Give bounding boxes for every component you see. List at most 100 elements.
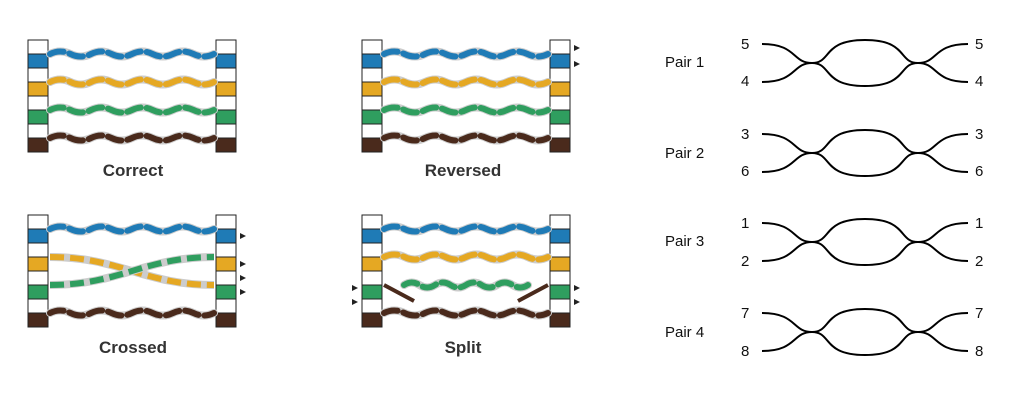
pair-label-4: Pair 4 (665, 324, 705, 341)
wiring-faults-panels (27, 39, 580, 328)
fault-marker-icon (574, 285, 580, 291)
twisted-wire (381, 251, 551, 263)
pair-wire-b (761, 43, 969, 88)
fault-marker-icon (240, 275, 246, 281)
split-wire (401, 279, 531, 291)
twisted-wire (47, 132, 217, 144)
pair-label-1: Pair 1 (665, 54, 705, 71)
caption-correct: Correct (102, 161, 164, 180)
twisted-wire (381, 76, 551, 88)
caption-reversed: Reversed (424, 161, 502, 180)
twisted-wire (47, 307, 217, 319)
right-connector-pin-white (215, 95, 237, 111)
right-connector-pin-white (549, 39, 571, 55)
right-connector-pin-white (215, 39, 237, 55)
right-connector-pin-white (549, 123, 571, 139)
left-connector-pin-white (361, 214, 383, 230)
pair-wire-a (761, 307, 969, 352)
pin-left-bottom-3: 2 (741, 253, 750, 270)
left-connector-pin-colored (27, 109, 49, 125)
left-connector-pin-white (27, 67, 49, 83)
left-connector-pin-white (27, 214, 49, 230)
twisted-wire (381, 223, 551, 235)
caption-split: Split (444, 338, 482, 357)
panel-reversed (361, 39, 580, 153)
fault-marker-icon (352, 299, 358, 305)
twisted-wire (381, 48, 551, 60)
pin-left-top-1: 5 (741, 36, 750, 53)
right-connector-pin-white (215, 214, 237, 230)
right-connector-pin-white (215, 242, 237, 258)
right-connector-pin-colored (215, 137, 237, 153)
left-connector-pin-white (27, 270, 49, 286)
pin-left-top-4: 7 (741, 305, 750, 322)
left-connector-pin-colored (361, 137, 383, 153)
pair-label-2: Pair 2 (665, 145, 705, 162)
left-connector-pin-white (361, 242, 383, 258)
pair-wire-a (761, 217, 969, 262)
twisted-wire (381, 104, 551, 116)
left-connector-pin-white (361, 67, 383, 83)
pin-right-top-1: 5 (975, 36, 984, 53)
left-connector-pin-colored (27, 228, 49, 244)
right-connector-pin-colored (215, 312, 237, 328)
pin-left-bottom-1: 4 (741, 73, 750, 90)
pair-wire-a (761, 128, 969, 173)
fault-marker-icon (240, 261, 246, 267)
twisted-wire (47, 223, 217, 235)
pair-1-schematic (761, 38, 969, 88)
pair-wire-b (761, 312, 969, 357)
twisted-wire (47, 48, 217, 60)
right-connector-pin-colored (215, 228, 237, 244)
pin-right-bottom-3: 2 (975, 253, 984, 270)
right-connector-pin-colored (549, 256, 571, 272)
right-connector-pin-colored (549, 228, 571, 244)
left-connector-pin-white (27, 123, 49, 139)
twisted-pairs-diagram (761, 38, 969, 357)
crossed-wire (49, 254, 215, 288)
right-connector-pin-white (215, 298, 237, 314)
pin-left-bottom-4: 8 (741, 343, 750, 360)
right-connector-pin-white (215, 67, 237, 83)
pair-wire-b (761, 133, 969, 178)
pair-2-schematic (761, 128, 969, 178)
left-connector-pin-colored (27, 256, 49, 272)
left-connector-pin-colored (361, 81, 383, 97)
right-connector-pin-white (549, 298, 571, 314)
left-connector-pin-colored (27, 284, 49, 300)
split-strand (383, 283, 415, 303)
left-connector-pin-white (361, 123, 383, 139)
pin-left-bottom-2: 6 (741, 163, 750, 180)
left-connector-pin-colored (27, 53, 49, 69)
pin-right-bottom-4: 8 (975, 343, 984, 360)
panel-split (352, 214, 580, 328)
left-connector-pin-colored (361, 256, 383, 272)
left-connector-pin-colored (361, 228, 383, 244)
twisted-wire (381, 132, 551, 144)
pin-left-top-2: 3 (741, 126, 750, 143)
twisted-wire (381, 307, 551, 319)
pair-wire-a (761, 38, 969, 83)
left-connector-pin-colored (27, 312, 49, 328)
left-connector-pin-white (361, 95, 383, 111)
left-connector-pin-colored (361, 109, 383, 125)
fault-marker-icon (352, 285, 358, 291)
pair-label-3: Pair 3 (665, 233, 705, 250)
left-connector-pin-white (27, 39, 49, 55)
left-connector-pin-white (361, 298, 383, 314)
left-connector-pin-white (27, 95, 49, 111)
pin-right-top-4: 7 (975, 305, 984, 322)
left-connector-pin-white (361, 39, 383, 55)
right-connector-pin-colored (215, 256, 237, 272)
right-connector-pin-colored (549, 53, 571, 69)
right-connector-pin-white (215, 270, 237, 286)
pin-right-bottom-2: 6 (975, 163, 984, 180)
pin-right-top-3: 1 (975, 215, 984, 232)
right-connector-pin-white (549, 242, 571, 258)
right-connector-pin-colored (215, 284, 237, 300)
right-connector-pin-white (549, 95, 571, 111)
left-connector-pin-colored (361, 284, 383, 300)
right-connector-pin-white (549, 270, 571, 286)
right-connector-pin-white (215, 123, 237, 139)
